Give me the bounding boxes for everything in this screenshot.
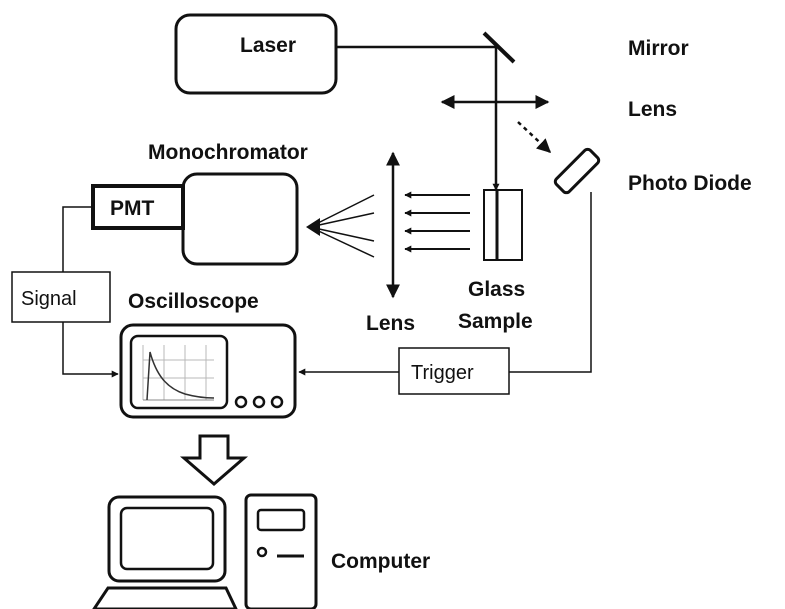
computer-keyboard (92, 586, 238, 609)
photo-diode: Photo Diode (553, 147, 752, 195)
decay-trace (146, 351, 215, 401)
computer-tower (244, 493, 318, 609)
reflected-beam (517, 121, 552, 153)
mirror-label: Mirror (628, 37, 689, 60)
lens-top-label: Lens (628, 98, 677, 121)
knob-3 (270, 395, 284, 409)
mirror: Mirror (482, 31, 689, 64)
trigger-line: Trigger (298, 192, 592, 395)
emission-arrows (404, 191, 470, 253)
laser-label: Laser (240, 34, 296, 57)
oscilloscope-screen-grid (142, 345, 214, 401)
knob-2 (252, 395, 266, 409)
computer-label: Computer (331, 550, 430, 573)
laser: Laser (174, 13, 338, 95)
glass-sample: Glass Sample (458, 189, 533, 333)
lens-bottom: Lens (366, 151, 415, 335)
glass-label: Glass (468, 278, 525, 301)
monochromator: Monochromator (148, 141, 308, 266)
photo-diode-label: Photo Diode (628, 172, 752, 195)
signal-line: Signal (11, 206, 119, 378)
laser-beam (336, 45, 500, 191)
computer-monitor (107, 495, 227, 583)
lens-top: Lens (440, 95, 677, 121)
pmt-label: PMT (110, 197, 155, 220)
trigger-label: Trigger (411, 362, 474, 384)
monochromator-label: Monochromator (148, 141, 308, 164)
signal-label: Signal (21, 288, 77, 310)
knob-1 (234, 395, 248, 409)
data-transfer-arrow (179, 434, 249, 486)
pmt: PMT (91, 184, 185, 230)
focused-rays (306, 194, 375, 258)
sample-label: Sample (458, 310, 533, 333)
oscilloscope-label: Oscilloscope (128, 290, 259, 313)
oscilloscope: Oscilloscope (119, 290, 297, 419)
lens-bottom-label: Lens (366, 312, 415, 335)
computer: Computer (92, 493, 430, 609)
